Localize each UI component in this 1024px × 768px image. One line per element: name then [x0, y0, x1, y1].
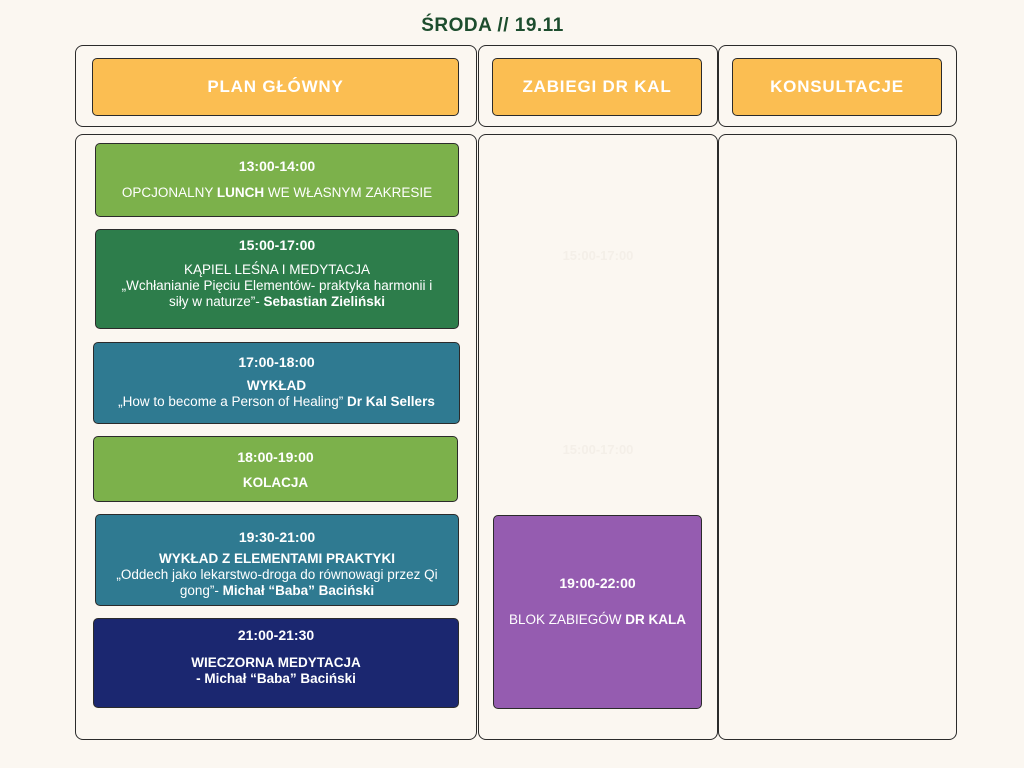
event-text-bold: LUNCH: [216, 185, 265, 200]
event-heading: KĄPIEL LEŚNA I MEDYTACJA: [183, 262, 371, 277]
event-text: gong”-: [179, 583, 223, 598]
main-plan-header[interactable]: PLAN GŁÓWNY: [92, 58, 459, 116]
event-speaker: Dr Kal Sellers: [347, 394, 435, 409]
consultations-column-panel: [718, 134, 957, 740]
event-card-dinner[interactable]: 18:00-19:00 KOLACJA: [93, 436, 458, 502]
ghost-time-label: 15:00-17:00: [562, 442, 634, 457]
treatments-header[interactable]: ZABIEGI DR KAL: [492, 58, 702, 116]
consultations-header[interactable]: KONSULTACJE: [732, 58, 942, 116]
event-heading: KOLACJA: [242, 475, 309, 490]
event-card-treatments-block[interactable]: 19:00-22:00 BLOK ZABIEGÓW DR KALA: [493, 515, 702, 709]
event-heading: WYKŁAD: [246, 378, 307, 393]
event-description: „Wchłanianie Pięciu Elementów- praktyka …: [121, 278, 433, 293]
event-time: 17:00-18:00: [238, 354, 315, 370]
event-time: 13:00-14:00: [238, 158, 316, 174]
event-time: 18:00-19:00: [237, 449, 314, 465]
event-speaker: Michał “Baba” Baciński: [222, 583, 375, 598]
event-time: 19:30-21:00: [238, 529, 316, 545]
event-time: 15:00-17:00: [238, 237, 316, 253]
event-time: 21:00-21:30: [237, 627, 315, 643]
event-description: BLOK ZABIEGÓW DR KALA: [494, 612, 701, 628]
page-title: ŚRODA // 19.11: [421, 15, 564, 36]
event-description: „How to become a Person of Healing” Dr K…: [94, 394, 459, 410]
event-speaker: - Michał “Baba” Baciński: [196, 671, 356, 686]
event-description: OPCJONALNY LUNCH WE WŁASNYM ZAKRESIE: [96, 185, 458, 201]
event-text: siły w naturze”-: [168, 294, 264, 309]
event-card-evening-meditation[interactable]: 21:00-21:30 WIECZORNA MEDYTACJA - Michał…: [93, 618, 459, 708]
event-card-practice-lecture[interactable]: 19:30-21:00 WYKŁAD Z ELEMENTAMI PRAKTYKI…: [95, 514, 459, 606]
event-card-lecture[interactable]: 17:00-18:00 WYKŁAD „How to become a Pers…: [93, 342, 460, 424]
event-text: OPCJONALNY: [121, 185, 217, 200]
event-card-lunch[interactable]: 13:00-14:00 OPCJONALNY LUNCH WE WŁASNYM …: [95, 143, 459, 217]
consultations-header-label: KONSULTACJE: [770, 77, 904, 96]
event-text: BLOK ZABIEGÓW: [508, 612, 626, 627]
event-text-bold: DR KALA: [625, 612, 687, 627]
treatments-header-label: ZABIEGI DR KAL: [522, 77, 672, 96]
ghost-time-label: 15:00-17:00: [562, 248, 634, 263]
event-time: 19:00-22:00: [559, 575, 636, 591]
event-heading: WIECZORNA MEDYTACJA: [191, 655, 361, 670]
event-card-forest-bath[interactable]: 15:00-17:00 KĄPIEL LEŚNA I MEDYTACJA „Wc…: [95, 229, 459, 329]
event-description: „Oddech jako lekarstwo-droga do równowag…: [116, 567, 438, 582]
main-plan-header-label: PLAN GŁÓWNY: [207, 77, 344, 96]
event-description: gong”- Michał “Baba” Baciński: [96, 583, 458, 599]
event-description: siły w naturze”- Sebastian Zieliński: [96, 294, 458, 310]
event-text: WE WŁASNYM ZAKRESIE: [264, 185, 433, 200]
event-speaker: Sebastian Zieliński: [263, 294, 386, 309]
event-heading: WYKŁAD Z ELEMENTAMI PRAKTYKI: [159, 551, 395, 566]
event-text: „How to become a Person of Healing”: [118, 394, 348, 409]
